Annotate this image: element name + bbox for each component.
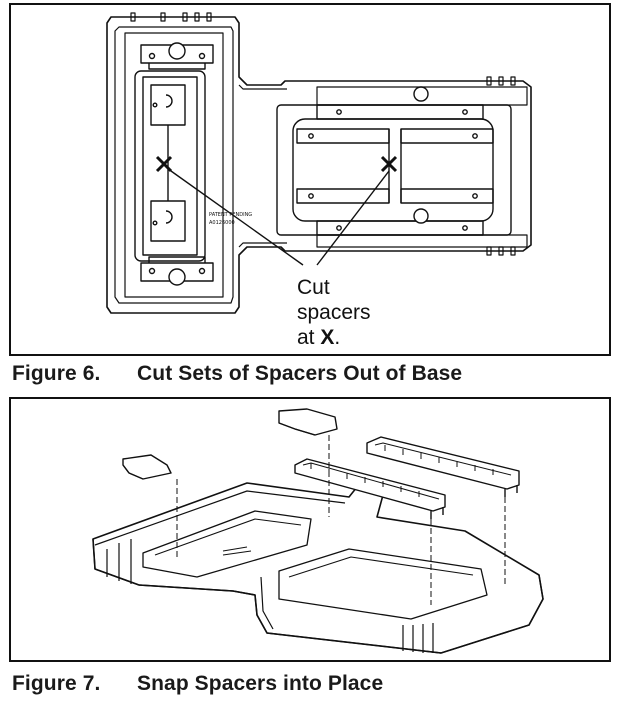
leader-line-right xyxy=(316,170,390,266)
base-top-view-drawing: PATENT PENDING A0126000 xyxy=(106,12,532,314)
callout-line2: spacers xyxy=(297,301,371,324)
long-spacer-front xyxy=(294,458,446,519)
embossed-text-line2: A0126000 xyxy=(209,220,235,226)
figure-7-title: Snap Spacers into Place xyxy=(137,672,384,695)
figure-6-caption: Figure 6. Cut Sets of Spacers Out of Base xyxy=(12,362,462,386)
callout-line1: Cut xyxy=(297,276,330,299)
base-isometric-drawing xyxy=(92,408,544,654)
leader-line-left xyxy=(170,170,304,266)
alignment-guides xyxy=(176,435,506,605)
figure-7-frame xyxy=(9,397,611,662)
x-marker-label: X xyxy=(320,326,335,349)
cut-callout: Cut spacers at X. xyxy=(297,275,371,350)
figure-6-frame: PATENT PENDING A0126000 Cut spacers at X… xyxy=(9,3,611,356)
callout-line3: at X. xyxy=(297,326,341,349)
small-spacer-left xyxy=(122,454,172,480)
edge-notches xyxy=(130,12,516,256)
embossed-text-line1: PATENT PENDING xyxy=(209,212,252,218)
figure-6-number: Figure 6. xyxy=(12,362,101,385)
cut-mark-right xyxy=(380,155,398,173)
left-spacer-set xyxy=(134,70,206,262)
right-cavity xyxy=(278,548,488,620)
left-top-mount xyxy=(140,42,214,70)
left-bottom-mount xyxy=(140,256,214,286)
figure-7-caption: Figure 7. Snap Spacers into Place xyxy=(12,672,383,696)
figure-7-number: Figure 7. xyxy=(12,672,101,695)
left-cavity xyxy=(142,510,312,578)
long-spacer-back xyxy=(366,436,520,497)
base-outline xyxy=(106,16,532,314)
cut-mark-left xyxy=(155,155,173,173)
small-spacer-top xyxy=(278,408,338,436)
figure-6-title: Cut Sets of Spacers Out of Base xyxy=(137,362,463,385)
